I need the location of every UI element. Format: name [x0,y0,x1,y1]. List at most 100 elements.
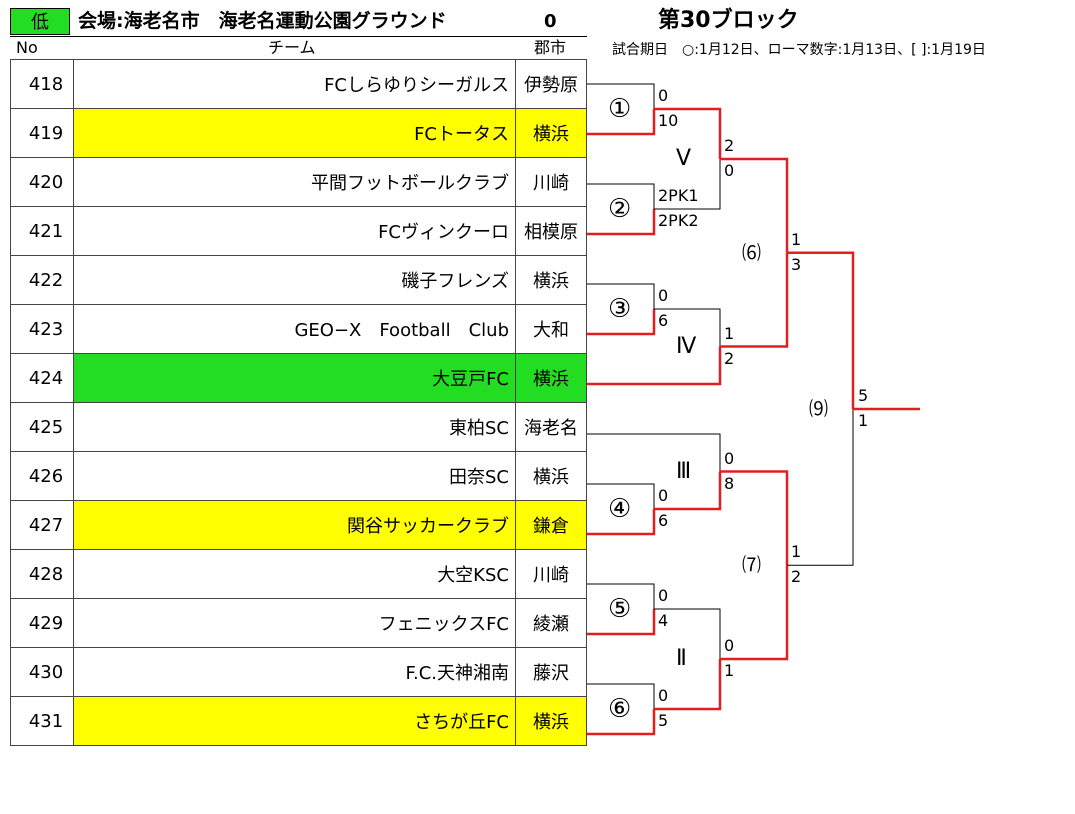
team-name: 大空KSC [73,549,516,599]
team-number: 428 [10,549,74,599]
match-label: ② [608,194,632,224]
bracket-line [654,308,721,347]
score-bottom: 6 [658,311,669,330]
match-line-top [587,583,655,609]
score-bottom: 1 [858,411,869,430]
match-label: ① [608,94,632,124]
score-top: 2 [724,136,735,155]
bracket-line [654,659,722,711]
match-line-top [587,83,655,109]
team-number: 429 [10,598,74,648]
bracket-line [654,107,722,159]
score-bottom: 1 [724,661,735,680]
bracket-line [587,346,722,386]
match-line-bottom [587,609,656,636]
match-label: ⑹ [742,241,762,264]
bracket-line [654,471,722,511]
header-zero: 0 [544,11,557,32]
match-label: Ⅴ [676,146,692,171]
team-city: 海老名 [515,402,587,452]
score-top: 2PK1 [658,186,699,205]
score-bottom: 10 [658,111,679,130]
team-city: 横浜 [515,353,587,403]
team-city: 相模原 [515,206,587,256]
header-divider [10,36,587,37]
team-number: 421 [10,206,74,256]
score-top: 0 [658,686,669,705]
venue-title: 会場:海老名市 海老名運動公園グラウンド [78,10,447,32]
match-line-top [587,183,655,209]
block-title: 第30ブロック [658,8,799,33]
match-line-bottom [587,509,656,536]
team-number: 427 [10,500,74,550]
team-number: 431 [10,696,74,746]
final-label: ⑼ [809,398,829,420]
bracket-line [720,470,789,566]
team-city: 伊勢原 [515,59,587,109]
score-top: 0 [658,486,669,505]
match-line-bottom [587,309,656,336]
team-number: 425 [10,402,74,452]
bracket-line [720,565,789,661]
column-header-no: No [16,38,38,57]
score-top: 0 [724,636,735,655]
team-city: 綾瀬 [515,598,587,648]
score-bottom: 2 [791,567,802,587]
score-top: 0 [658,86,669,105]
score-top: 0 [724,448,735,468]
bracket-line [654,608,721,659]
score-top: 0 [658,286,669,305]
score-bottom: 6 [658,511,669,530]
team-name: FCトータス [73,108,516,158]
bracket-line [787,251,855,409]
bracket-line [720,252,789,348]
match-line-top [587,283,655,309]
team-name: 大豆戸FC [73,353,516,403]
team-city: 横浜 [515,696,587,746]
bracket-line [720,157,789,253]
column-header-team: チーム [268,38,316,57]
score-top: 0 [658,586,669,605]
match-label: Ⅱ [676,646,687,671]
team-name: 磯子フレンズ [73,255,516,305]
match-line-top [587,683,655,709]
match-label: ④ [608,494,632,524]
score-top: 1 [791,542,802,562]
team-number: 418 [10,59,74,109]
match-label: Ⅳ [676,333,697,359]
match-line-bottom [587,709,656,736]
match-line-bottom [587,109,656,136]
team-city: 横浜 [515,255,587,305]
team-city: 大和 [515,304,587,354]
team-number: 420 [10,157,74,207]
score-bottom: 2 [724,348,735,368]
match-label: ⑥ [608,694,632,724]
score-top: 1 [724,323,735,343]
score-bottom: 5 [658,711,669,730]
bracket-line [654,159,721,210]
match-label: Ⅲ [676,458,692,484]
score-bottom: 0 [724,161,735,180]
team-city: 横浜 [515,108,587,158]
team-city: 鎌倉 [515,500,587,550]
match-label: ③ [608,294,632,324]
match-label: ⑤ [608,594,632,624]
score-bottom: 4 [658,611,669,630]
match-label: ⑺ [742,554,762,577]
team-number: 423 [10,304,74,354]
team-city: 藤沢 [515,647,587,697]
bracket-line [787,409,854,566]
bracket-line [587,433,721,472]
score-top: 1 [791,229,802,249]
